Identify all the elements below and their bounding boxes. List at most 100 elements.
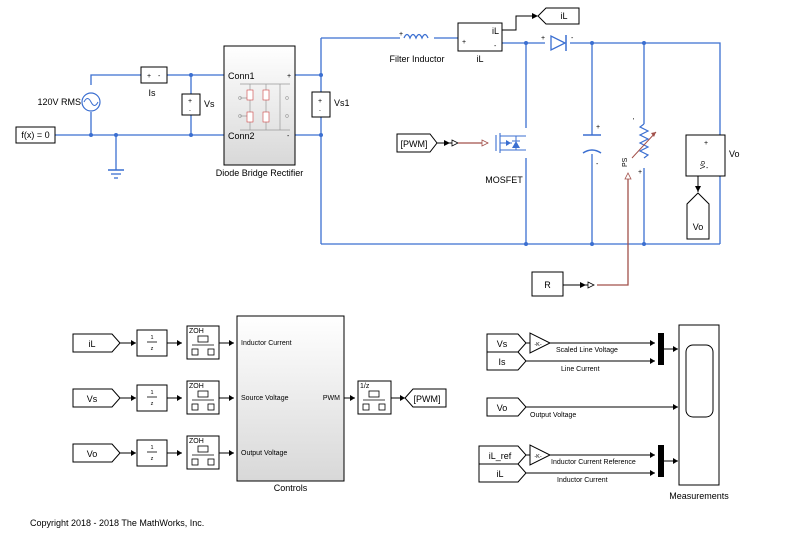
svg-text:+: + (287, 73, 291, 80)
ps-label: PS (622, 157, 629, 167)
bridge-schematic-icon (238, 83, 290, 131)
variable-resistor[interactable]: ' + PS (622, 118, 657, 180)
svg-text:1/z: 1/z (360, 383, 370, 390)
svg-text:+: + (399, 31, 403, 38)
from-pwm-label: [PWM] (401, 139, 428, 149)
bridge-conn1-label: Conn1 (228, 71, 255, 81)
capacitor-icon[interactable]: + - (582, 124, 602, 168)
svg-text:z: z (151, 456, 154, 462)
current-sensor-is[interactable]: + - Is (140, 66, 168, 98)
svg-text:Vo: Vo (87, 449, 98, 459)
goto-il[interactable]: iL (537, 7, 580, 25)
goto-pwm[interactable]: [PWM] (404, 388, 447, 408)
delay-tf-2[interactable]: 1 z (136, 384, 168, 412)
zoh-block-1[interactable]: ZOH (186, 325, 220, 360)
inductor-current-sensor[interactable]: iL + - iL (457, 22, 503, 64)
svg-text:+: + (318, 98, 322, 105)
svg-text:1: 1 (150, 445, 153, 451)
svg-text:-: - (571, 35, 574, 42)
junction-dots (89, 41, 646, 246)
voltage-sensor-vs1[interactable]: + - Vs1 (311, 91, 350, 118)
port-output-voltage: Output Voltage (241, 450, 287, 457)
filter-inductor[interactable]: + Filter Inductor (389, 31, 444, 64)
sig-output-voltage: Output Voltage (530, 412, 576, 419)
svg-text:-: - (158, 73, 161, 80)
ac-source-label: 120V RMS (37, 97, 81, 107)
from-vs-controls[interactable]: Vs (72, 388, 121, 408)
svg-text:ZOH: ZOH (189, 328, 204, 335)
voltage-sensor-vs[interactable]: + - Vs (181, 93, 215, 116)
from-il-ref-meas[interactable]: iL_ref (478, 445, 527, 465)
svg-text:-: - (287, 133, 290, 140)
svg-text:-: - (319, 108, 321, 114)
scope-name: Measurements (669, 491, 729, 501)
constant-r[interactable]: R (531, 271, 564, 297)
inductor-name: Filter Inductor (389, 54, 444, 64)
svg-text:ZOH: ZOH (189, 383, 204, 390)
diode-bridge-rectifier[interactable]: Conn1 Conn2 + - Diode Bridge Rectifier (216, 45, 304, 178)
from-pwm[interactable]: [PWM] (396, 133, 438, 153)
svg-text:Vs: Vs (497, 339, 508, 349)
goto-vo[interactable]: Vo (686, 192, 710, 240)
svg-text:z: z (151, 401, 154, 407)
goto-vo-label: Vo (693, 222, 704, 232)
from-il-meas[interactable]: iL (478, 463, 527, 483)
mosfet-block[interactable]: MOSFET (485, 133, 526, 185)
svg-text:+: + (596, 124, 600, 131)
diode-icon[interactable]: + - (541, 34, 574, 52)
svg-text:+: + (188, 98, 192, 105)
gain-il-ref[interactable]: -K- (529, 444, 552, 466)
svg-text:ZOH: ZOH (189, 438, 204, 445)
voltage-sensor-vs-label: Vs (204, 99, 215, 109)
controls-name: Controls (274, 483, 308, 493)
il-sensor-name: iL (476, 54, 483, 64)
sig-il: Inductor Current (557, 477, 608, 484)
port-source-voltage: Source Voltage (241, 395, 289, 402)
zoh-block-2[interactable]: ZOH (186, 380, 220, 415)
svg-text:1: 1 (150, 390, 153, 396)
from-vo-meas[interactable]: Vo (486, 397, 527, 417)
mux-1[interactable] (658, 333, 664, 365)
svg-text:+: + (462, 39, 466, 46)
mux-2[interactable] (658, 445, 664, 477)
from-vo-controls[interactable]: Vo (72, 443, 121, 463)
controls-subsystem[interactable]: Inductor Current Source Voltage Output V… (236, 315, 345, 493)
copyright-text: Copyright 2018 - 2018 The MathWorks, Inc… (30, 518, 204, 528)
svg-text:-: - (189, 108, 191, 114)
svg-text:iL: iL (496, 469, 503, 479)
bridge-conn2-label: Conn2 (228, 131, 255, 141)
svg-text:Vs: Vs (87, 394, 98, 404)
svg-text:Is: Is (498, 357, 506, 367)
measurements-scope[interactable]: Measurements (669, 324, 729, 501)
sig-line-current: Line Current (561, 366, 600, 373)
from-is-meas[interactable]: Is (486, 351, 527, 371)
current-sensor-label: Is (148, 88, 156, 98)
delay-tf-3[interactable]: 1 z (136, 439, 168, 467)
svg-text:1: 1 (150, 335, 153, 341)
svg-text:+: + (541, 35, 545, 42)
sig-il-ref: Inductor Current Reference (551, 459, 636, 466)
delay-tf-1[interactable]: 1 z (136, 329, 168, 357)
zoh-block-3[interactable]: ZOH (186, 435, 220, 470)
ac-voltage-source[interactable]: 120V RMS (37, 92, 101, 112)
svg-text:-: - (706, 165, 709, 172)
svg-text:[PWM]: [PWM] (414, 394, 441, 404)
port-pwm: PWM (323, 395, 340, 402)
ground-icon[interactable] (108, 169, 124, 179)
constant-r-label: R (544, 280, 551, 290)
vo-sensor-name: Vo (729, 149, 740, 159)
svg-text:-K-: -K- (534, 454, 542, 460)
svg-text:-: - (596, 161, 599, 168)
unit-delay-block[interactable]: 1/z (357, 380, 392, 415)
solver-configuration-block[interactable]: f(x) = 0 (15, 126, 56, 144)
svg-text:iL_ref: iL_ref (489, 451, 512, 461)
svg-text:Vo: Vo (497, 403, 508, 413)
from-vs-meas[interactable]: Vs (486, 333, 527, 353)
sig-scaled-line-voltage: Scaled Line Voltage (556, 347, 618, 354)
gain-scaled-line-voltage[interactable]: -K- (529, 332, 552, 354)
svg-text:iL: iL (88, 339, 95, 349)
output-voltage-sensor[interactable]: + - Vo Vo (685, 134, 740, 177)
svg-text:+: + (638, 169, 642, 176)
from-il-controls[interactable]: iL (72, 333, 121, 353)
